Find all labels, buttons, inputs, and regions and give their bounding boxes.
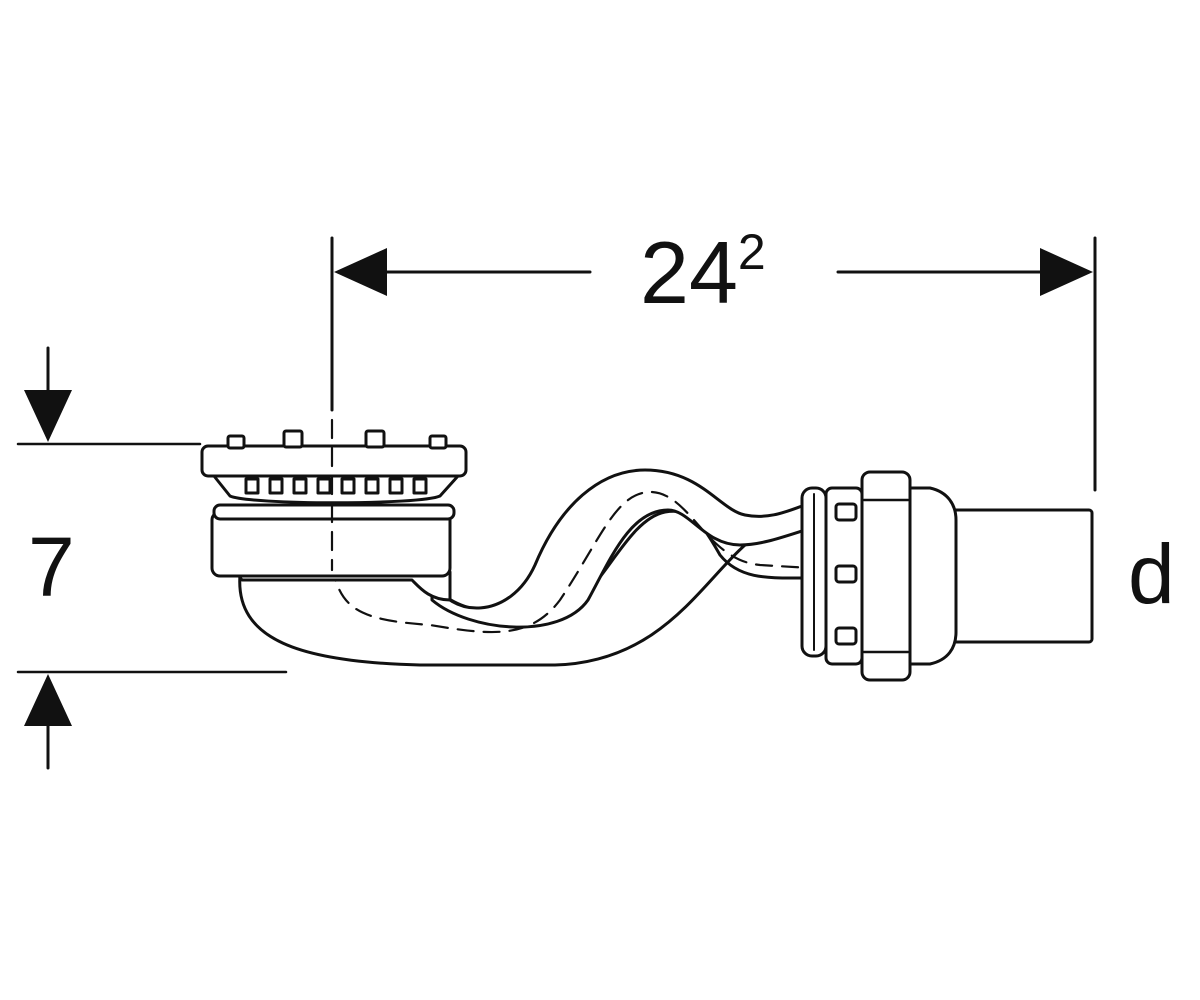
grate-slot xyxy=(340,477,356,495)
height-arrowhead-bottom xyxy=(24,674,72,726)
grate-slot xyxy=(316,477,332,495)
grate-slot xyxy=(244,477,260,495)
top-flange xyxy=(200,444,468,478)
s-bend-pipe xyxy=(238,468,812,667)
width-dimension: 242 xyxy=(330,223,1097,492)
width-label-superscript: 2 xyxy=(738,224,766,280)
grate-slots xyxy=(244,477,428,495)
width-arrowhead-right xyxy=(1040,248,1093,296)
width-label-main: 24 xyxy=(640,223,738,322)
height-label: 7 xyxy=(28,520,75,614)
grate-slot xyxy=(292,477,308,495)
width-arrowhead-left xyxy=(334,248,387,296)
height-dimension: 7 xyxy=(16,346,288,770)
housing-sealing-ring xyxy=(212,503,456,521)
outlet-spigot xyxy=(938,508,1094,644)
trap-bowl xyxy=(234,570,452,602)
grate-slot xyxy=(412,477,428,495)
flange-clip xyxy=(364,429,386,449)
width-label: 242 xyxy=(640,223,766,322)
grate-slot xyxy=(388,477,404,495)
drain-body xyxy=(200,418,468,602)
coupling-taper xyxy=(898,486,958,666)
clamp-tooth xyxy=(834,502,858,522)
clamp-tooth xyxy=(834,626,858,646)
grate-slot xyxy=(364,477,380,495)
outlet-diameter-label: d xyxy=(1128,527,1175,621)
outlet-coupling xyxy=(800,470,1094,682)
flange-clip xyxy=(226,434,246,450)
coupling-nut xyxy=(860,470,912,682)
flange-clip xyxy=(428,434,448,450)
height-arrowhead-top xyxy=(24,390,72,442)
pipe-centerline xyxy=(330,490,812,634)
clamp-tooth xyxy=(834,564,858,584)
flange-clip xyxy=(282,429,304,449)
grate-slot xyxy=(268,477,284,495)
